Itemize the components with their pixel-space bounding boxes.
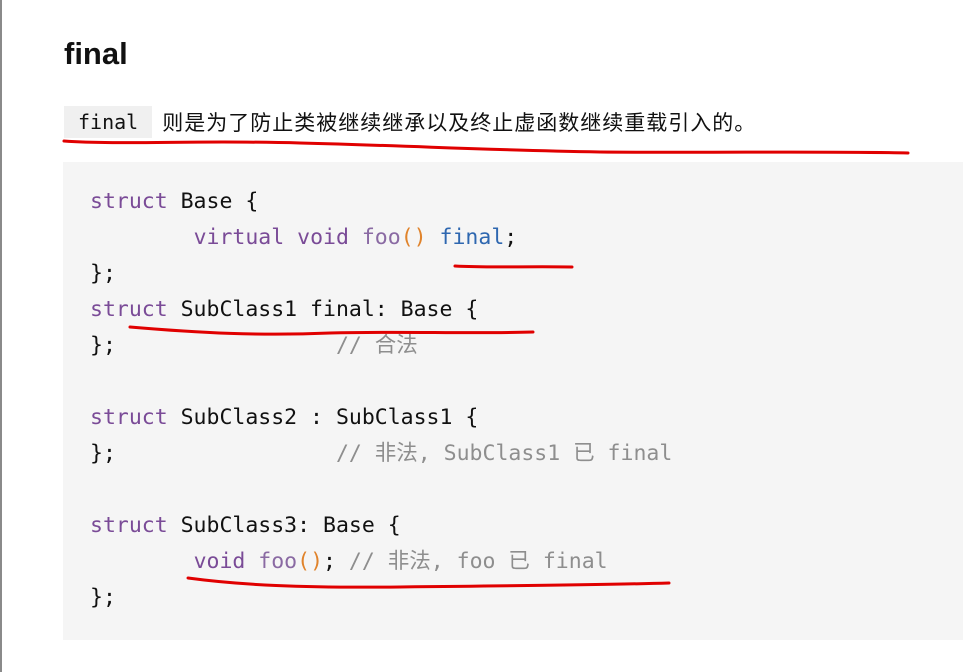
comment: // 非法, SubClass1 已 final	[335, 441, 673, 466]
code-text: };	[90, 585, 116, 610]
inline-code-final: final	[64, 106, 153, 138]
keyword: void	[297, 225, 349, 250]
function-name: foo	[258, 549, 298, 574]
code-text: SubClass3: Base {	[167, 513, 401, 538]
indent	[90, 549, 194, 574]
code-line: virtual void foo() final;	[90, 220, 518, 256]
keyword: struct	[90, 405, 168, 430]
page-title: final	[64, 36, 128, 71]
description-text: 则是为了防止类被继续继承以及终止虚函数继续重载引入的。	[162, 111, 757, 135]
modifier: final	[439, 225, 505, 250]
parens: ()	[297, 549, 324, 574]
function-name: foo	[361, 225, 401, 250]
code-block: struct Base { virtual void foo() final; …	[63, 162, 963, 640]
code-line: };	[90, 580, 116, 616]
code-line: struct Base {	[90, 184, 258, 220]
code-text: ;	[323, 549, 349, 574]
padding	[116, 441, 336, 466]
description-line: final 则是为了防止类被继续继承以及终止虚函数继续重载引入的。	[64, 104, 756, 140]
code-text: Base {	[167, 189, 259, 214]
code-text: };	[90, 261, 116, 286]
code-line: };	[90, 256, 116, 292]
keyword: struct	[90, 189, 168, 214]
indent	[90, 225, 194, 250]
code-line: }; // 非法, SubClass1 已 final	[90, 436, 672, 472]
code-line: struct SubClass3: Base {	[90, 508, 401, 544]
padding	[116, 333, 336, 358]
code-text: ;	[504, 225, 518, 250]
code-line: struct SubClass2 : SubClass1 {	[90, 400, 478, 436]
keyword: struct	[90, 297, 168, 322]
code-text: };	[90, 333, 116, 358]
code-text: };	[90, 441, 116, 466]
parens: ()	[400, 225, 427, 250]
red-underline-description	[62, 139, 910, 155]
code-line: void foo(); // 非法, foo 已 final	[90, 544, 608, 580]
keyword: virtual	[193, 225, 285, 250]
code-text: SubClass1 final: Base {	[167, 297, 479, 322]
code-text: SubClass2 : SubClass1 {	[167, 405, 479, 430]
code-line: struct SubClass1 final: Base {	[90, 292, 478, 328]
comment: // 非法, foo 已 final	[348, 549, 608, 574]
left-border	[0, 0, 2, 672]
comment: // 合法	[335, 333, 418, 358]
keyword: void	[193, 549, 246, 574]
code-line: }; // 合法	[90, 328, 418, 364]
keyword: struct	[90, 513, 168, 538]
